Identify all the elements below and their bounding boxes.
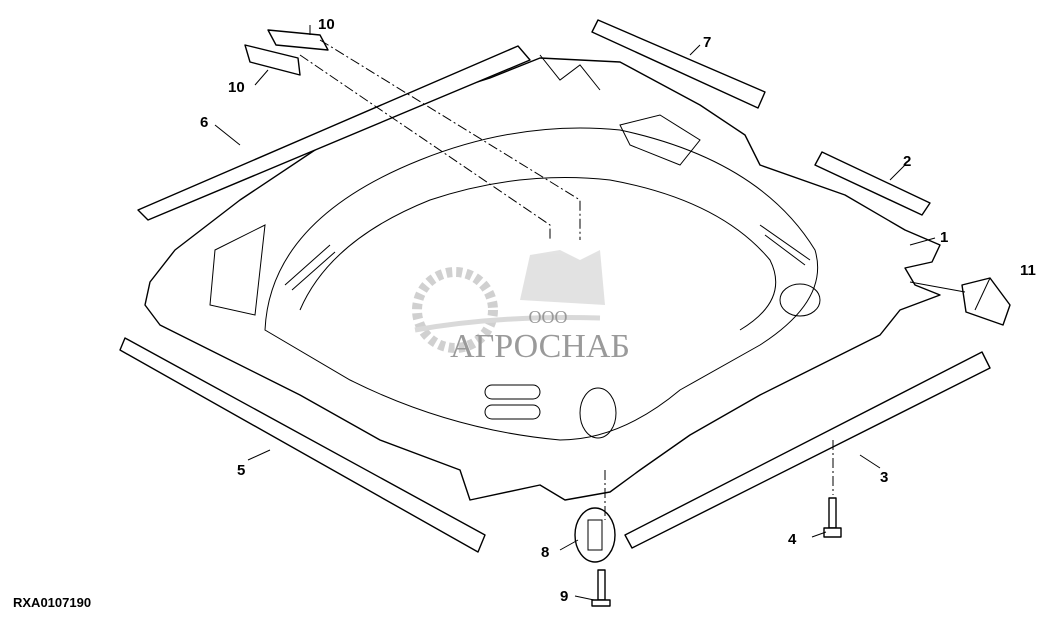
callout-9: 9 [560, 588, 568, 605]
callout-3: 3 [880, 469, 888, 486]
callout-4: 4 [788, 531, 797, 548]
callout-10-bottom: 10 [228, 79, 245, 96]
callout-7: 7 [703, 34, 711, 51]
callout-5: 5 [237, 462, 245, 479]
part-5-strip [119, 337, 486, 553]
part-4-bolt [823, 497, 842, 538]
part-10-blocks [244, 29, 329, 76]
callout-8: 8 [541, 544, 549, 561]
callout-6: 6 [200, 114, 208, 131]
part-3-strip [624, 351, 991, 549]
watermark-brand: АГРОСНАБ [450, 328, 630, 365]
watermark-logo [412, 250, 605, 353]
part-8-bracket [574, 507, 616, 563]
reference-code: RXA0107190 [13, 595, 91, 610]
callout-11: 11 [1020, 262, 1036, 279]
part-2-strip [814, 151, 931, 216]
callout-10-top: 10 [318, 16, 335, 33]
callout-1: 1 [940, 229, 948, 246]
part-11-block [961, 277, 1011, 326]
watermark-ooo: ООО [529, 307, 568, 327]
part-7-strip [591, 19, 766, 109]
part-6-strip [137, 45, 531, 221]
part-9-screw [591, 569, 611, 607]
callout-2: 2 [903, 153, 911, 170]
